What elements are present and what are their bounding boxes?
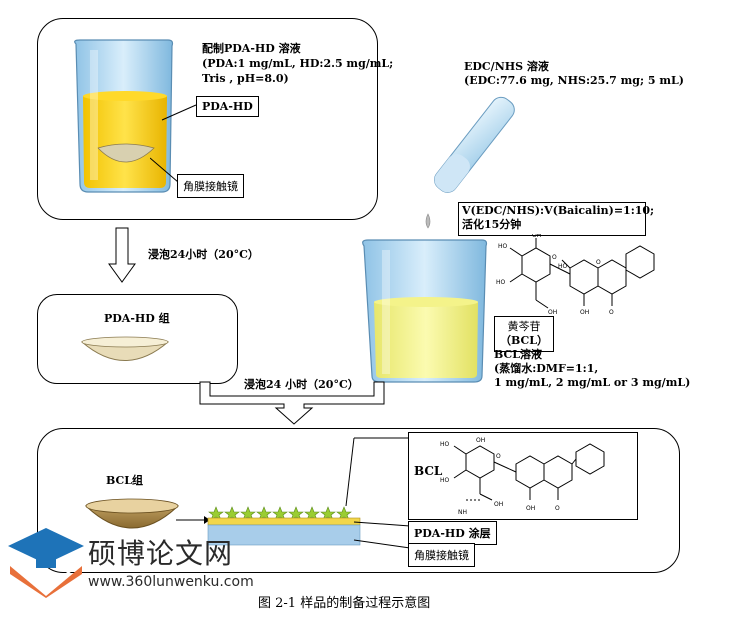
bcl-concentrations: 1 mg/mL, 2 mg/mL or 3 mg/mL) [494, 376, 691, 389]
lens-pda-hd [80, 336, 170, 361]
lens-bcl [84, 498, 180, 529]
svg-text:HO: HO [498, 243, 508, 250]
activation-ratio: V(EDC/NHS):V(Baicalin)=1:10; [462, 204, 655, 217]
svg-text:OH: OH [476, 437, 485, 444]
beaker-bcl [362, 239, 488, 383]
svg-text:HO: HO [440, 441, 450, 448]
svg-text:OH: OH [526, 505, 535, 512]
step1-buffer: Tris , pH=8.0) [202, 72, 289, 85]
svg-text:HO: HO [558, 263, 568, 270]
activation-time: 活化15分钟 [462, 218, 522, 231]
down-arrow-1 [108, 227, 136, 283]
figure-caption: 图 2-1 样品的制备过程示意图 [258, 596, 431, 611]
lens-label-2: 角膜接触镜 [408, 543, 475, 567]
svg-text:HO: HO [440, 477, 450, 484]
coating-label: PDA-HD 涂层 [408, 521, 497, 545]
svg-text:OH: OH [548, 309, 557, 316]
pda-hd-label: PDA-HD [196, 96, 259, 117]
svg-text:O: O [609, 309, 614, 316]
svg-text:O: O [596, 259, 601, 266]
bcl-structure-box [408, 432, 638, 520]
pda-hd-group-label: PDA-HD 组 [104, 312, 170, 325]
bcl-structure-label: BCL [414, 464, 443, 478]
bcl-group-label: BCL组 [106, 474, 143, 487]
watermark-url: www.360lunwenku.com [88, 574, 254, 590]
baicalin-structure-2: OH HO HO OH O OH O NH [440, 437, 605, 516]
watermark-logo [8, 528, 84, 598]
bcl-abbrev: （BCL） [500, 334, 548, 347]
lens-label-1: 角膜接触镜 [177, 174, 244, 198]
baicalin-structure-1: OH HO HO OH O OH O HO O [496, 234, 655, 316]
svg-text:O: O [552, 254, 557, 261]
step1-title: 配制PDA-HD 溶液 [202, 42, 301, 55]
bcl-name: 黄芩苷 [507, 320, 541, 333]
step1-leader-lines [150, 104, 197, 183]
beaker-pda-hd [74, 39, 174, 193]
soak-step-2: 浸泡24 小时（20°C） [244, 378, 359, 391]
activation-box [458, 202, 646, 236]
watermark-name: 硕博论文网 [88, 537, 234, 570]
bcl-solution-title: BCL溶液 [494, 348, 542, 361]
arrow-right [176, 516, 210, 524]
svg-text:OH: OH [580, 309, 589, 316]
step1-composition: (PDA:1 mg/mL, HD:2.5 mg/mL; [202, 57, 394, 70]
soak-step-1: 浸泡24小时（20°C） [148, 248, 259, 261]
svg-text:OH: OH [494, 501, 503, 508]
svg-text:O: O [555, 505, 560, 512]
bcl-solvent: (蒸馏水:DMF=1:1, [494, 362, 599, 375]
bcl-name-label: 黄芩苷 （BCL） [494, 316, 554, 352]
svg-text:HO: HO [496, 279, 506, 286]
down-arrow-2 [199, 381, 385, 425]
edc-detail: (EDC:77.6 mg, NHS:25.7 mg; 5 mL) [464, 74, 684, 87]
test-tube [425, 96, 515, 229]
layered-lens-film [207, 506, 361, 546]
svg-text:O: O [496, 453, 501, 460]
edc-title: EDC/NHS 溶液 [464, 60, 549, 73]
svg-text:NH: NH [458, 509, 467, 516]
final-leader-lines [345, 437, 411, 549]
svg-text:OH: OH [532, 234, 541, 239]
